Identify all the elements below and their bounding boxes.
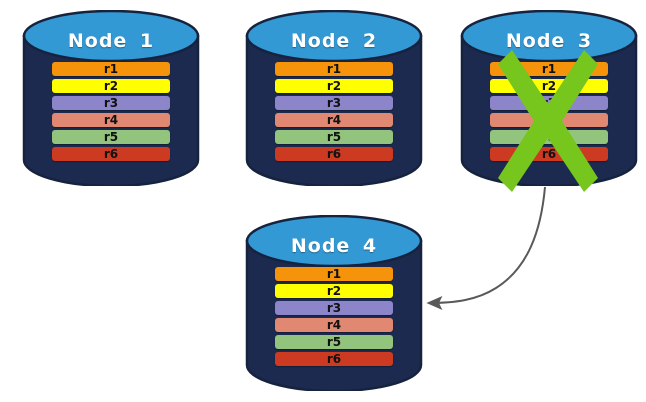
row-item[interactable]: r2 xyxy=(275,79,393,93)
row-item[interactable]: r6 xyxy=(275,147,393,161)
row-item[interactable]: r3 xyxy=(490,96,608,110)
row-item[interactable]: r4 xyxy=(275,113,393,127)
row-item[interactable]: r5 xyxy=(490,130,608,144)
row-item[interactable]: r1 xyxy=(275,62,393,76)
row-item[interactable]: r6 xyxy=(490,147,608,161)
node-cylinder-node-2[interactable]: Node 2 r1 r2 r3 r4 r5 r6 xyxy=(245,10,423,186)
row-item[interactable]: r2 xyxy=(52,79,170,93)
row-list: r1 r2 r3 r4 r5 r6 xyxy=(490,62,608,161)
row-item[interactable]: r5 xyxy=(52,130,170,144)
row-item[interactable]: r5 xyxy=(275,130,393,144)
row-item[interactable]: r2 xyxy=(275,284,393,298)
row-item[interactable]: r5 xyxy=(275,335,393,349)
row-list: r1 r2 r3 r4 r5 r6 xyxy=(275,62,393,161)
row-item[interactable]: r1 xyxy=(275,267,393,281)
row-item[interactable]: r3 xyxy=(275,96,393,110)
row-item[interactable]: r1 xyxy=(490,62,608,76)
row-list: r1 r2 r3 r4 r5 r6 xyxy=(275,267,393,366)
row-item[interactable]: r6 xyxy=(275,352,393,366)
row-item[interactable]: r4 xyxy=(275,318,393,332)
node-cylinder-node-1[interactable]: Node 1 r1 r2 r3 r4 r5 r6 xyxy=(22,10,200,186)
row-item[interactable]: r3 xyxy=(275,301,393,315)
row-item[interactable]: r1 xyxy=(52,62,170,76)
row-item[interactable]: r4 xyxy=(490,113,608,127)
row-item[interactable]: r2 xyxy=(490,79,608,93)
node-cylinder-node-4[interactable]: Node 4 r1 r2 r3 r4 r5 r6 xyxy=(245,215,423,391)
row-item[interactable]: r4 xyxy=(52,113,170,127)
row-item[interactable]: r3 xyxy=(52,96,170,110)
node-cylinder-node-3[interactable]: Node 3 r1 r2 r3 r4 r5 r6 xyxy=(460,10,638,186)
row-item[interactable]: r6 xyxy=(52,147,170,161)
row-list: r1 r2 r3 r4 r5 r6 xyxy=(52,62,170,161)
